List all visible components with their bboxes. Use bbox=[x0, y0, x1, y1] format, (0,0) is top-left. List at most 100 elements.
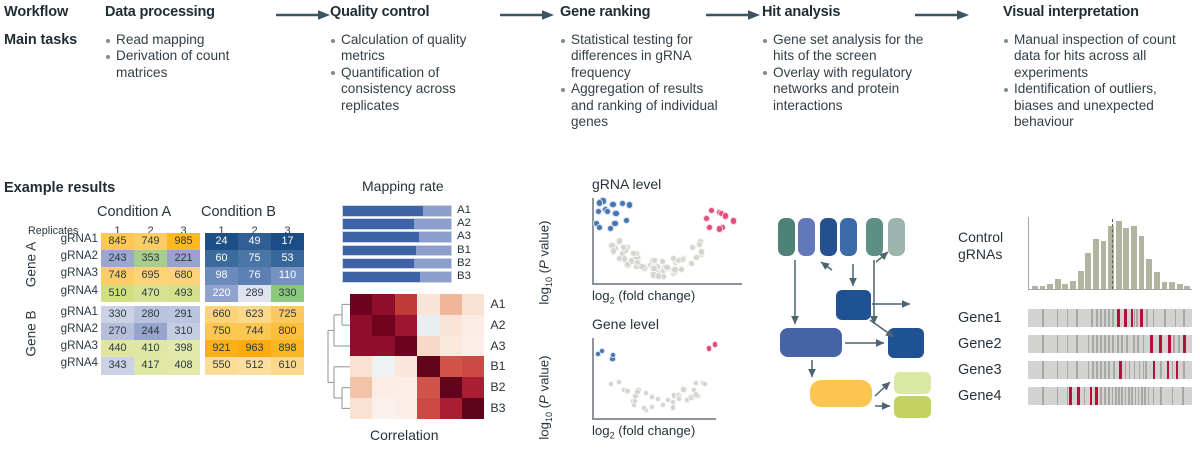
histogram-bar bbox=[1161, 282, 1168, 289]
correlation-cell bbox=[350, 377, 373, 398]
histogram-bar bbox=[1039, 285, 1046, 289]
volcano-dot bbox=[615, 378, 623, 386]
stage-task: Gene set analysis for the hits of the sc… bbox=[762, 32, 947, 65]
gene-track-line bbox=[1141, 387, 1143, 405]
histogram-bar bbox=[1092, 239, 1099, 289]
gene-track-line bbox=[1182, 309, 1185, 327]
network-node-top-5 bbox=[888, 218, 905, 256]
count-cell: 398 bbox=[167, 340, 200, 358]
histogram-bar bbox=[1077, 270, 1084, 289]
correlation-cell bbox=[372, 335, 395, 357]
gene-track-line bbox=[1108, 309, 1110, 327]
count-cell: 610 bbox=[271, 357, 304, 375]
gene-track-hit bbox=[1152, 361, 1156, 379]
count-cell: 550 bbox=[205, 357, 238, 375]
volcano-y-axis bbox=[592, 338, 594, 418]
replicate-number: 2 bbox=[147, 225, 154, 237]
volcano-dot bbox=[687, 260, 695, 268]
count-cell: 725 bbox=[271, 305, 304, 323]
gene-track-line bbox=[1066, 335, 1069, 353]
stage-task: Quantification of consistency across rep… bbox=[330, 65, 490, 114]
gene-track-hit bbox=[1119, 361, 1122, 379]
correlation-cell bbox=[439, 294, 462, 315]
gene-track-line bbox=[1142, 361, 1145, 379]
gene-track-line bbox=[1160, 387, 1162, 405]
correlation-dendrogram bbox=[327, 303, 350, 409]
stage-title-2: Gene ranking bbox=[560, 4, 651, 20]
correlation-cell bbox=[394, 314, 418, 336]
correlation-cell bbox=[439, 314, 462, 336]
stage-title-3: Hit analysis bbox=[762, 4, 841, 20]
count-cell: 353 bbox=[134, 250, 167, 268]
network-node-yellow bbox=[810, 380, 872, 407]
gene-track-line bbox=[1112, 335, 1115, 353]
volcano-dot bbox=[595, 208, 603, 216]
gene-track-line bbox=[1128, 361, 1131, 379]
gene-track-line bbox=[1087, 361, 1090, 379]
gene-track-line bbox=[1087, 335, 1090, 353]
count-cell: 680 bbox=[167, 267, 200, 285]
count-cell: 623 bbox=[238, 305, 271, 323]
correlation-cell bbox=[417, 335, 440, 357]
gene-track-line bbox=[1066, 387, 1069, 405]
gene-track-hit bbox=[1130, 309, 1134, 327]
volcano-dot bbox=[594, 351, 601, 358]
gene-track-line bbox=[1041, 387, 1044, 405]
volcano-dot bbox=[729, 217, 737, 225]
gene-track-line bbox=[1104, 361, 1106, 379]
correlation-cell bbox=[372, 377, 395, 398]
volcano-dot bbox=[695, 240, 703, 248]
network-node-center bbox=[836, 290, 871, 320]
gene-track-line bbox=[1076, 361, 1078, 379]
count-cell: 408 bbox=[167, 357, 200, 375]
volcano-dot bbox=[610, 351, 617, 358]
gene-track-line bbox=[1173, 335, 1175, 353]
gene-track-line bbox=[1178, 335, 1180, 353]
gene-track-line bbox=[1137, 335, 1139, 353]
count-cell: 660 bbox=[205, 305, 238, 323]
histogram-bar bbox=[1169, 282, 1175, 289]
mapping-bar-fill bbox=[343, 206, 423, 216]
volcano-dot bbox=[631, 398, 638, 405]
correlation-cell bbox=[439, 335, 462, 357]
count-cell: 744 bbox=[238, 323, 271, 341]
gene-track-line bbox=[1100, 361, 1102, 379]
mapping-bar-label: A1 bbox=[457, 204, 471, 216]
volcano-dot bbox=[618, 199, 626, 208]
gene-track-line bbox=[1138, 361, 1141, 379]
mapping-bar-track bbox=[342, 231, 452, 243]
gene-track-line bbox=[1144, 387, 1147, 405]
correlation-row-label: B1 bbox=[490, 359, 506, 374]
row-label-workflow: Workflow bbox=[4, 4, 69, 20]
gene-track-label-0: Gene1 bbox=[958, 310, 1002, 326]
correlation-cell bbox=[462, 398, 485, 419]
gene-track-line bbox=[1096, 309, 1098, 327]
gene-track-hit bbox=[1117, 309, 1120, 327]
mapping-bar-fill bbox=[343, 258, 415, 269]
gene-track-line bbox=[1126, 335, 1128, 353]
gene-track-hit bbox=[1123, 309, 1127, 327]
volcano-dot bbox=[622, 216, 630, 224]
volcano-dot bbox=[678, 265, 686, 274]
gene-track-line bbox=[1100, 387, 1102, 405]
control-label-line2: gRNAs bbox=[958, 246, 1003, 262]
gene-track bbox=[1028, 309, 1192, 327]
gene-track-line bbox=[1137, 387, 1140, 405]
network-node-top-1 bbox=[798, 218, 815, 256]
gene-track-line bbox=[1041, 309, 1044, 327]
gene-track-line bbox=[1096, 361, 1098, 379]
mapping-bar-track bbox=[342, 218, 452, 230]
gene-track-line bbox=[1111, 387, 1114, 405]
mapping-bar-track bbox=[342, 244, 452, 257]
gene-track-line bbox=[1066, 361, 1069, 379]
correlation-cell bbox=[439, 377, 462, 398]
rna-row-label: gRNA1 bbox=[60, 232, 98, 245]
volcano-dot bbox=[648, 393, 655, 400]
